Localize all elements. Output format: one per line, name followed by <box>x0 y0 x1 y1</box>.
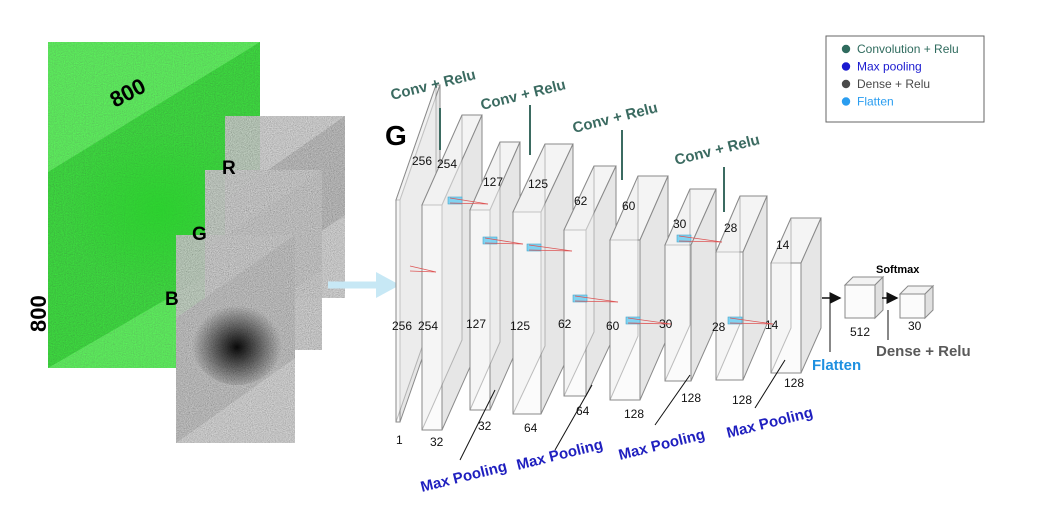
network-title: G <box>385 120 407 151</box>
kernel-marker-0 <box>409 265 437 273</box>
pool-pointer-2 <box>554 384 593 451</box>
layer-slab-5 <box>609 175 669 401</box>
kernel-marker-7 <box>727 316 774 325</box>
layer-slab-4 <box>563 165 617 397</box>
dim-l5-depth: 128 <box>624 407 644 421</box>
dim-l2-side: 127 <box>466 317 486 331</box>
legend-item: Flatten <box>841 95 894 109</box>
dense-512-dim: 512 <box>850 325 870 339</box>
conv-label-2: Conv + Relu <box>479 76 568 114</box>
kernel-marker-4 <box>572 294 619 303</box>
dim-l6-depth: 128 <box>681 391 701 405</box>
input-image-stack: 800 800 R G B <box>26 42 345 443</box>
dim-l8-top: 14 <box>776 238 790 252</box>
input-to-network-arrow <box>328 272 400 298</box>
layer-slabs <box>395 84 822 431</box>
dense-relu-label: Dense + Relu <box>876 343 971 360</box>
flatten-label: Flatten <box>812 357 861 374</box>
channel-b-label: B <box>165 289 179 310</box>
channel-g-label: G <box>192 224 207 245</box>
kernel-marker-6 <box>676 234 723 243</box>
dim-l3-depth: 64 <box>524 421 538 435</box>
dim-l8-side: 14 <box>765 318 779 332</box>
dim-l3-top: 125 <box>528 177 548 191</box>
dim-l6-top: 30 <box>673 217 687 231</box>
dim-l0-side: 256 <box>392 319 412 333</box>
layer-slab-6 <box>664 188 717 382</box>
dim-l4-depth: 64 <box>576 404 590 418</box>
flatten-block: Flatten <box>812 292 861 374</box>
dim-l2-depth: 32 <box>478 419 492 433</box>
pool-label-3: Max Pooling <box>617 426 707 464</box>
dim-l0-depth: 1 <box>396 433 403 447</box>
legend-dot-icon <box>841 62 851 71</box>
legend-dot-icon <box>841 44 851 54</box>
layer-dimension-labels: 256 256 1 254 254 32 127 127 32 125 125 64 62 62 64 60 6… <box>392 154 804 449</box>
dim-l4-side: 62 <box>558 317 572 331</box>
layer-slab-8 <box>770 217 822 374</box>
dim-l7-depth: 128 <box>732 393 752 407</box>
kernel-marker-5 <box>625 316 672 325</box>
channel-r-label: R <box>222 158 236 179</box>
softmax-label: Softmax <box>876 264 920 276</box>
pool-label-4: Max Pooling <box>725 404 815 442</box>
layer-slab-2 <box>469 141 521 411</box>
legend-label: Convolution + Relu <box>857 42 959 56</box>
pool-pointer-3 <box>654 374 691 426</box>
pool-label-1: Max Pooling <box>419 458 509 496</box>
layer-slab-1 <box>421 114 483 431</box>
legend-item: Dense + Relu <box>841 77 930 91</box>
dim-l8-depth: 128 <box>784 376 804 390</box>
legend-label: Max pooling <box>857 60 922 74</box>
dim-l1-top: 254 <box>437 157 457 171</box>
dim-l5-top: 60 <box>622 199 636 213</box>
legend-dot-icon <box>841 97 851 106</box>
legend-item: Max pooling <box>841 60 922 74</box>
kernel-markers <box>409 196 774 325</box>
pool-pointer-4 <box>754 359 786 409</box>
input-width-label: 800 <box>106 73 150 112</box>
dim-l7-side: 28 <box>712 320 726 334</box>
kernel-marker-3 <box>526 243 573 252</box>
legend-label: Flatten <box>857 95 894 109</box>
dim-l2-top: 127 <box>483 175 503 189</box>
input-green-plane <box>48 42 260 368</box>
legend-dot-icon <box>841 79 851 89</box>
dense-512-cube <box>843 275 885 320</box>
conv-label-4: Conv + Relu <box>673 131 762 169</box>
kernel-marker-1 <box>447 196 489 205</box>
conv-label-3: Conv + Relu <box>571 99 660 137</box>
pool-pointer-1 <box>459 389 496 461</box>
dim-l4-top: 62 <box>574 194 588 208</box>
layer-slab-0 <box>395 84 441 423</box>
dense-block: 512 30 Softmax Dense + Relu <box>843 264 971 360</box>
kernel-marker-2 <box>482 236 524 245</box>
dim-l7-top: 28 <box>724 221 738 235</box>
dim-l5-side: 60 <box>606 319 620 333</box>
input-b-plane <box>176 235 295 443</box>
legend-box <box>825 35 985 123</box>
dense-30-dim: 30 <box>908 319 922 333</box>
dim-l3-side: 125 <box>510 319 530 333</box>
legend-item: Convolution + Relu <box>841 42 959 56</box>
dim-l1-side: 254 <box>418 319 438 333</box>
dim-l0-top: 256 <box>412 154 432 168</box>
legend-label: Dense + Relu <box>857 77 930 91</box>
dense-30-cube <box>898 284 935 320</box>
dim-l1-depth: 32 <box>430 435 444 449</box>
input-height-label: 800 <box>26 295 51 332</box>
